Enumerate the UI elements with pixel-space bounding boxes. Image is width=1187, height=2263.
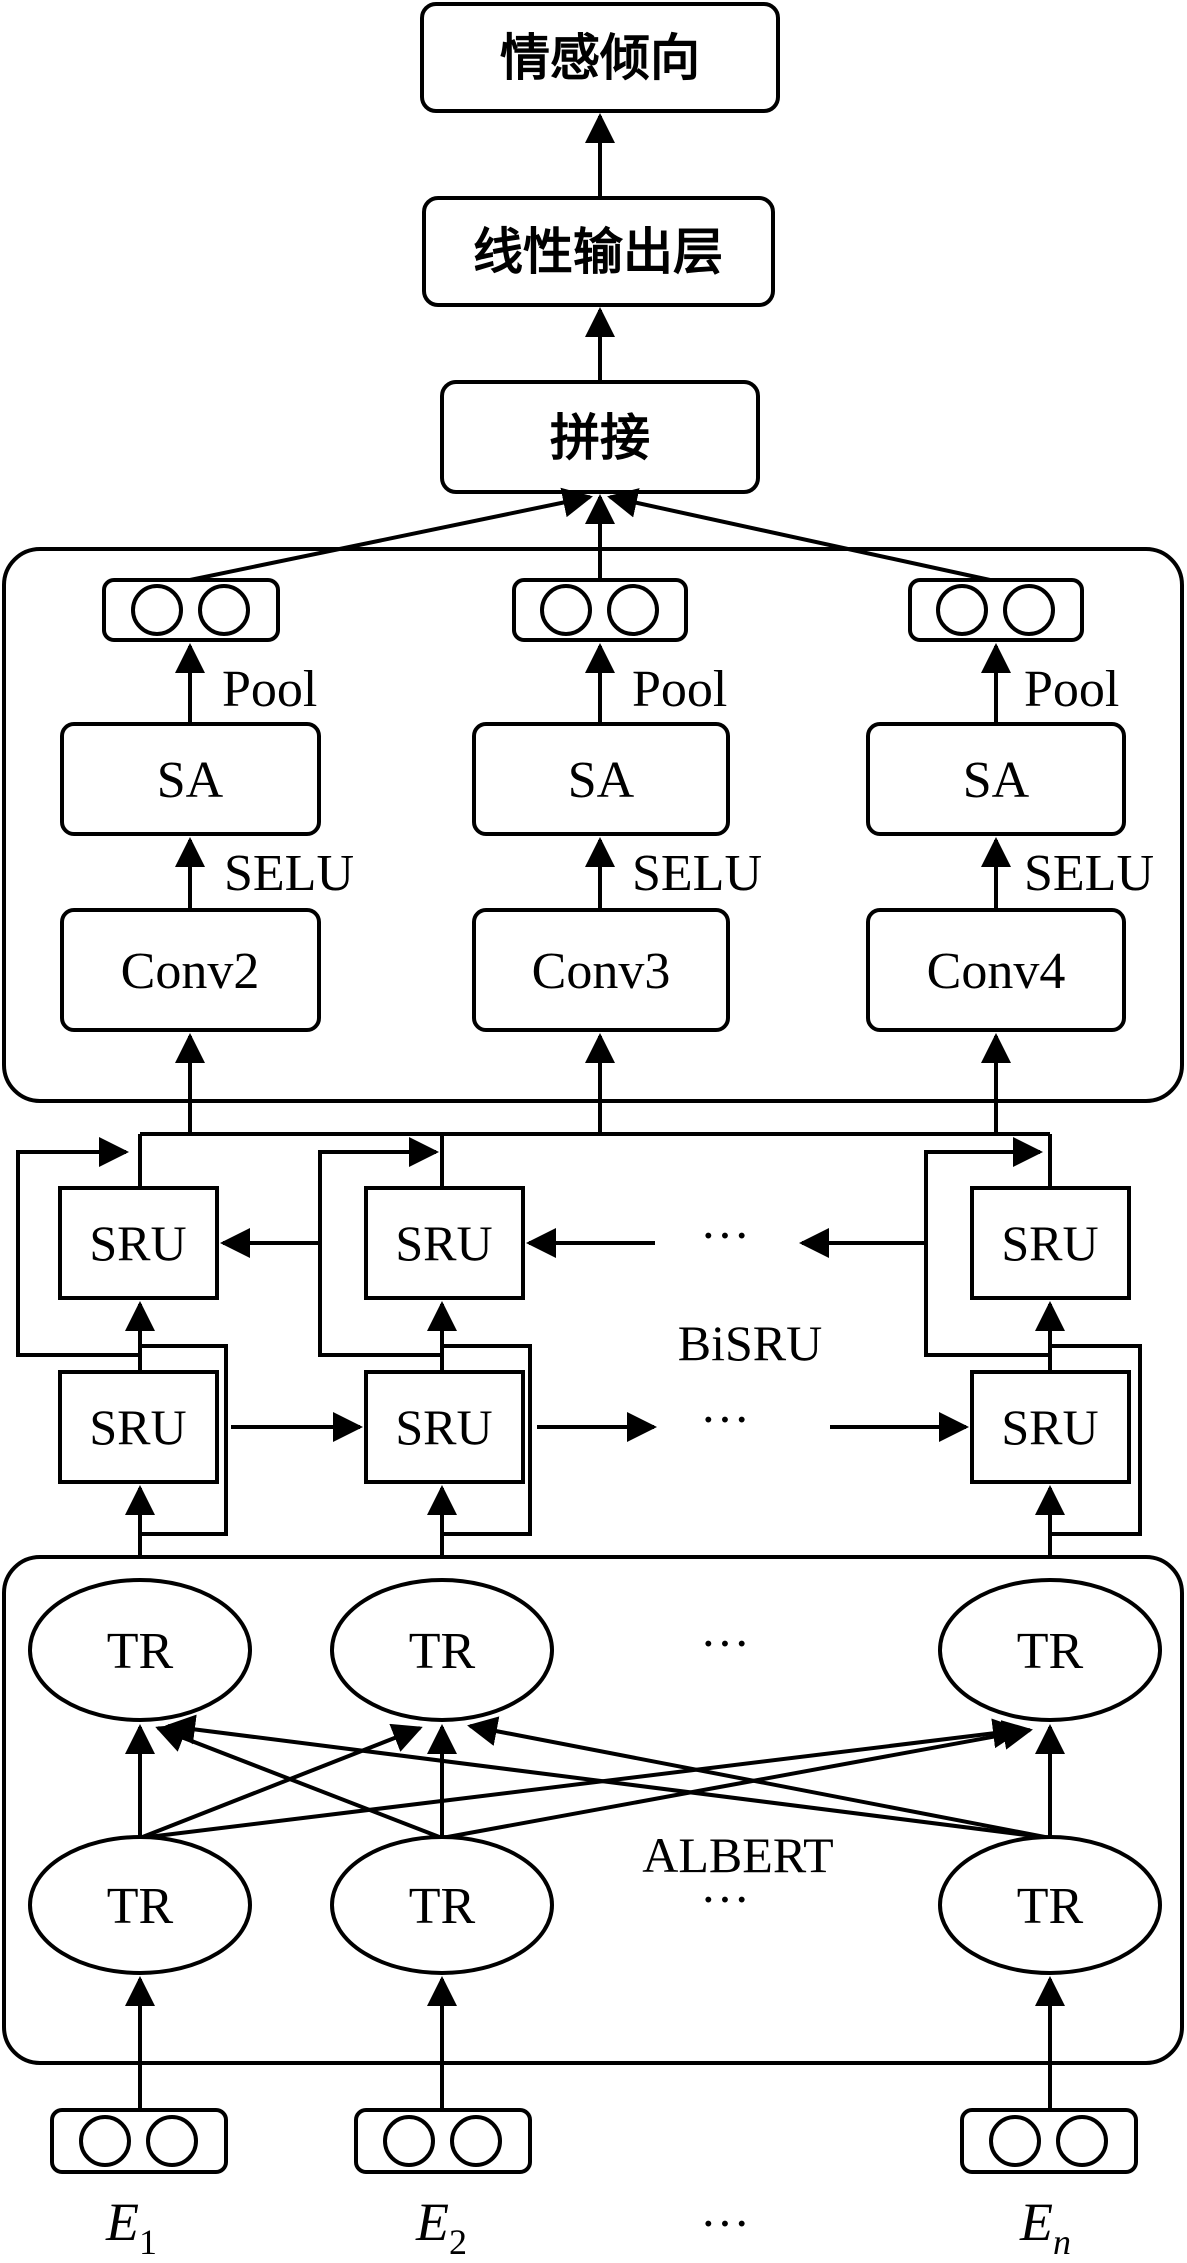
sru-forward-1 [58, 1370, 219, 1484]
tr-upper-2 [330, 1578, 554, 1722]
sru-forward-label-3: SRU [1001, 1399, 1098, 1455]
arrow-l1-u2 [139, 1723, 423, 1840]
concat-box [440, 380, 760, 494]
albert-label: ALBERT [642, 1827, 833, 1883]
vector-node [131, 584, 183, 636]
sru-backward-label-1: SRU [89, 1215, 186, 1271]
albert-lower-ellipsis: ··· [700, 1871, 750, 1927]
pool-label-3: Pool [1024, 661, 1119, 718]
pool-vector-2 [512, 578, 688, 642]
return-loop-2 [442, 1344, 532, 1536]
vector-node [989, 2115, 1041, 2167]
selu-label-1: SELU [224, 845, 354, 902]
cnn-branch-2: Pool SA SELU Conv3 [472, 578, 762, 1136]
bisru-forward-ellipsis: ··· [700, 1391, 750, 1447]
linear-output-label: 线性输出层 [473, 223, 723, 281]
tr-lower-label-3: TR [1017, 1878, 1084, 1935]
conv-box-3 [866, 908, 1126, 1032]
vector-node [607, 584, 659, 636]
tr-lower-2 [330, 1835, 554, 1975]
vector-node [936, 584, 988, 636]
arrow-l3-u1 [165, 1714, 1051, 1840]
arrow-l3-u2 [467, 1716, 1051, 1840]
sa-label-3: SA [963, 752, 1030, 809]
sa-label-2: SA [568, 752, 635, 809]
sru-backward-2 [364, 1186, 525, 1300]
vector-node [1003, 584, 1055, 636]
arrow-l2-u1 [155, 1723, 443, 1840]
vector-node [79, 2115, 131, 2167]
sru-forward-3 [970, 1370, 1131, 1484]
cnn-branch-1: Pool SA SELU Conv2 [60, 578, 354, 1136]
arrow-l2-u3 [441, 1720, 1033, 1840]
embedding-vector-1 [50, 2108, 228, 2174]
sentiment-box [420, 2, 780, 113]
conv-box-2 [472, 908, 730, 1032]
sru-backward-label-3: SRU [1001, 1215, 1098, 1271]
vector-node [198, 584, 250, 636]
tr-lower-label-2: TR [409, 1878, 476, 1935]
bisru-layer: SRU SRU SRU ··· BiSRU SRU SRU SRU ··· [16, 1132, 1142, 1580]
skip-loop-2 [318, 1137, 442, 1357]
sru-forward-2 [364, 1370, 525, 1484]
vector-node [146, 2115, 198, 2167]
sa-box-2 [472, 722, 730, 836]
tr-lower-1 [28, 1835, 252, 1975]
sru-forward-label-2: SRU [395, 1399, 492, 1455]
tr-upper-label-2: TR [409, 1623, 476, 1680]
conv-box-1 [60, 908, 321, 1032]
albert-upper-ellipsis: ··· [700, 1615, 750, 1671]
tr-lower-3 [938, 1835, 1162, 1975]
skip-loop-3 [924, 1137, 1050, 1357]
vector-node [383, 2115, 435, 2167]
return-loop-1 [140, 1344, 228, 1536]
arrow-pool3-to-concat [607, 488, 991, 582]
sa-label-1: SA [157, 752, 224, 809]
sa-box-3 [866, 722, 1126, 836]
conv-label-3: Conv4 [927, 943, 1066, 1000]
skip-loop-1 [16, 1137, 140, 1357]
vector-node [450, 2115, 502, 2167]
input-label-n: En [1019, 2192, 1071, 2262]
embedding-vector-n [960, 2108, 1138, 2174]
sru-forward-label-1: SRU [89, 1399, 186, 1455]
conv-label-1: Conv2 [121, 943, 260, 1000]
input-label-2: E2 [415, 2192, 467, 2262]
input-label-1: E1 [105, 2192, 157, 2262]
sru-backward-1 [58, 1186, 219, 1300]
input-ellipsis: ··· [700, 2195, 750, 2251]
tr-upper-3 [938, 1578, 1162, 1722]
embedding-vector-2 [354, 2108, 532, 2174]
tr-upper-label-3: TR [1017, 1623, 1084, 1680]
tr-upper-label-1: TR [107, 1623, 174, 1680]
return-loop-3 [1050, 1344, 1142, 1536]
arrow-l1-u3 [139, 1718, 1023, 1840]
sa-box-1 [60, 722, 321, 836]
tr-upper-1 [28, 1578, 252, 1722]
input-embeddings: E1 E2 ··· En [50, 2108, 1138, 2262]
sentiment-label: 情感倾向 [500, 29, 700, 87]
sru-backward-3 [970, 1186, 1131, 1300]
pool-vector-3 [908, 578, 1084, 642]
selu-label-3: SELU [1024, 845, 1154, 902]
albert-layer: TR TR ··· TR ALBERT TR TR ··· TR [28, 1578, 1162, 2110]
pool-label-2: Pool [632, 661, 727, 718]
vector-node [1056, 2115, 1108, 2167]
pool-vector-1 [102, 578, 280, 642]
arrow-pool1-to-concat [189, 487, 593, 582]
pool-label-1: Pool [222, 661, 317, 718]
vector-node [540, 584, 592, 636]
bisru-label: BiSRU [678, 1315, 823, 1371]
cnn-branch-3: Pool SA SELU Conv4 [866, 578, 1154, 1136]
tr-lower-label-1: TR [107, 1878, 174, 1935]
selu-label-2: SELU [632, 845, 762, 902]
concat-label: 拼接 [550, 409, 650, 467]
conv-label-2: Conv3 [532, 943, 671, 1000]
sru-backward-label-2: SRU [395, 1215, 492, 1271]
linear-output-box [422, 196, 775, 307]
bisru-backward-ellipsis: ··· [700, 1207, 750, 1263]
